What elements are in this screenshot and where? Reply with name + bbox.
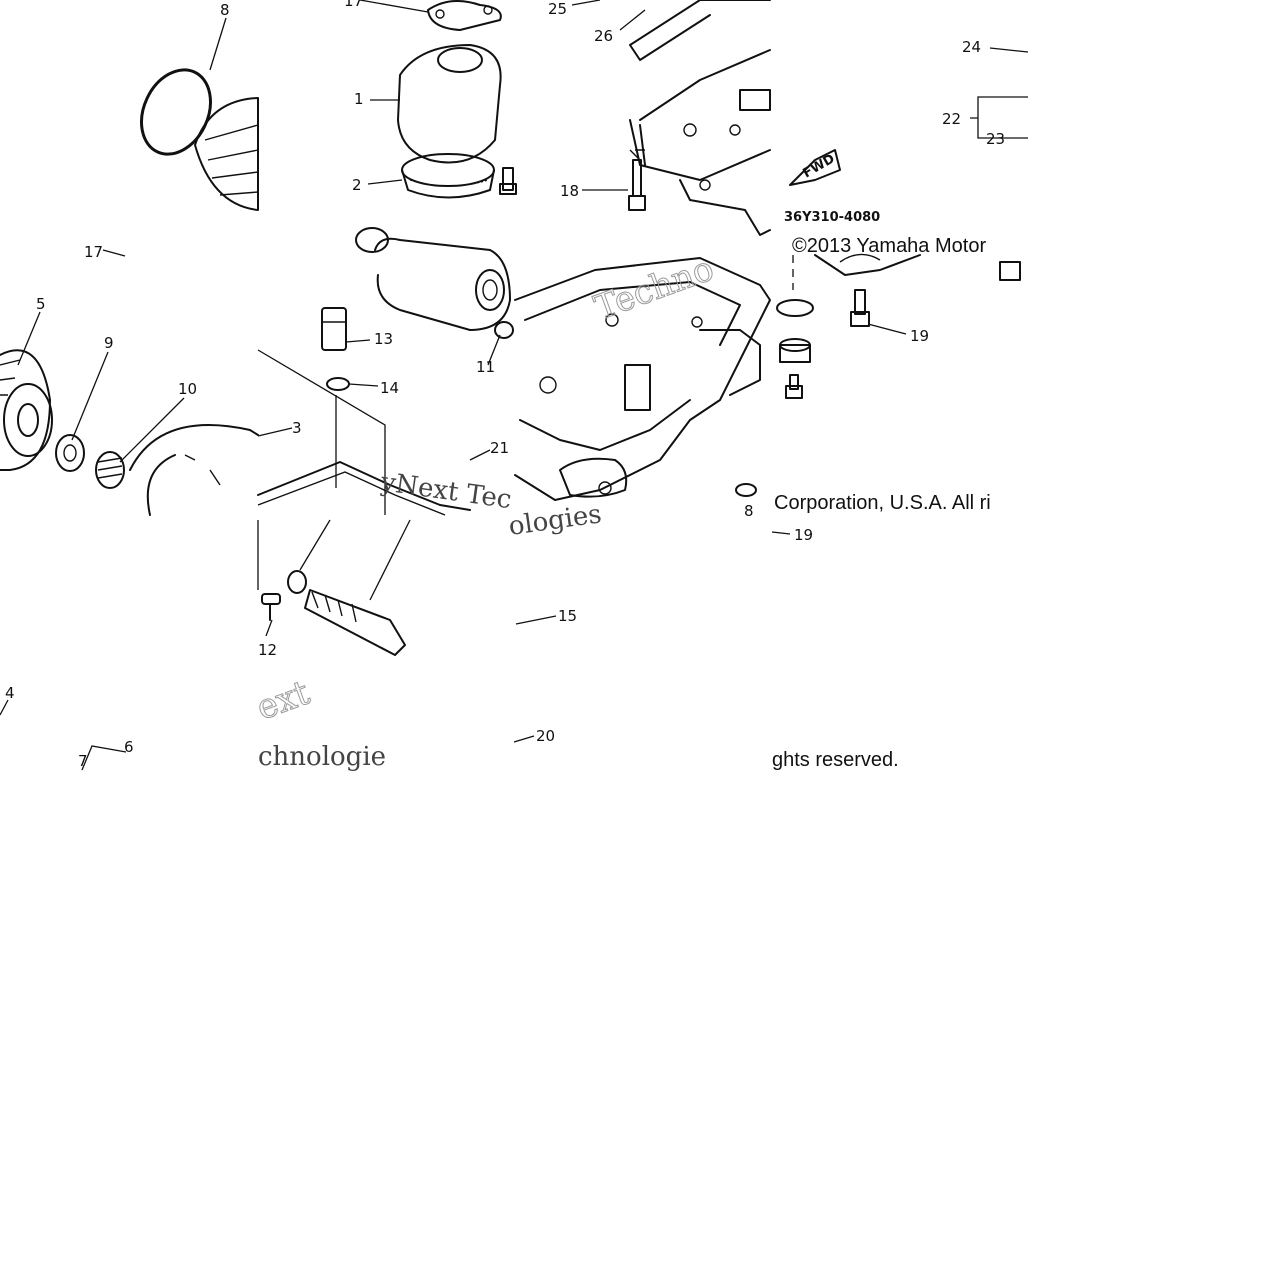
label-3: 3 bbox=[292, 419, 302, 437]
copyright-line-1: ©2013 Yamaha Motor bbox=[792, 235, 986, 257]
o-ring-14 bbox=[326, 377, 350, 391]
label-26: 26 bbox=[594, 27, 613, 45]
bolt-19-top bbox=[850, 289, 870, 327]
label-17: 17 bbox=[344, 0, 363, 10]
label-21: 21 bbox=[490, 439, 509, 457]
watermark-ologies: ologies bbox=[507, 499, 604, 542]
oil-filter-element-top bbox=[194, 97, 259, 211]
label-25: 25 bbox=[548, 0, 567, 18]
label-7: 7 bbox=[78, 752, 88, 770]
label-18: 18 bbox=[560, 182, 579, 200]
label-11: 11 bbox=[476, 358, 495, 376]
gasket-21 bbox=[257, 461, 471, 516]
relief-valve-body-15 bbox=[287, 570, 406, 656]
label-6: 6 bbox=[124, 738, 134, 756]
label-19: 19 bbox=[910, 327, 929, 345]
dashed-guides bbox=[257, 349, 411, 601]
oil-pan bbox=[514, 257, 771, 501]
label-12: 12 bbox=[258, 641, 277, 659]
label-1: 1 bbox=[354, 90, 364, 108]
label-23: 23 bbox=[986, 130, 1005, 148]
label-19b: 19 bbox=[794, 526, 813, 544]
watermark-techno: Techno bbox=[589, 249, 719, 329]
plug-11 bbox=[494, 321, 514, 339]
label-8b: 8 bbox=[744, 502, 754, 520]
leader-lines bbox=[0, 0, 1029, 771]
copyright-line-3: ghts reserved. bbox=[772, 749, 899, 771]
washer-9 bbox=[55, 434, 85, 472]
label-2: 2 bbox=[352, 176, 362, 194]
label-15: 15 bbox=[558, 607, 577, 625]
oil-filter-element bbox=[0, 349, 53, 471]
watermark-ext: ext bbox=[251, 673, 315, 729]
drain-plug bbox=[776, 299, 814, 363]
fwd-arrow-badge: FWD bbox=[789, 149, 841, 186]
bolt-small bbox=[499, 167, 517, 195]
label-9: 9 bbox=[104, 334, 114, 352]
label-13: 13 bbox=[374, 330, 393, 348]
label-24: 24 bbox=[962, 38, 981, 56]
label-22: 22 bbox=[942, 110, 961, 128]
watermark-ynext: yNext Tec bbox=[378, 467, 513, 515]
part-code: 36Y310-4080 bbox=[784, 210, 880, 225]
strainer-cover bbox=[397, 0, 502, 164]
label-14: 14 bbox=[380, 379, 399, 397]
label-20: 20 bbox=[536, 727, 555, 745]
strainer-screen bbox=[401, 153, 495, 199]
screw-12 bbox=[261, 593, 281, 621]
watermark-chnologie: chnologie bbox=[258, 742, 386, 772]
oil-pipe bbox=[355, 227, 511, 331]
bolt-right-edge bbox=[999, 261, 1021, 281]
label-8: 8 bbox=[220, 1, 230, 19]
label-17b: 17 bbox=[84, 243, 103, 261]
svg-text:FWD: FWD bbox=[801, 151, 838, 181]
filter-cover-3 bbox=[129, 424, 259, 516]
washer-8b bbox=[735, 483, 757, 497]
bolt-small-lower bbox=[785, 374, 803, 399]
callout-labels: 8 17 25 26 24 1 22 23 2 18 17 5 9 10 13 … bbox=[5, 0, 1005, 770]
oil-filter-o-ring bbox=[140, 68, 212, 156]
label-4: 4 bbox=[5, 684, 15, 702]
label-5: 5 bbox=[36, 295, 46, 313]
label-10: 10 bbox=[178, 380, 197, 398]
oil-pan-upper bbox=[629, 0, 771, 236]
relief-valve-13 bbox=[321, 307, 347, 351]
copyright-line-2: Corporation, U.S.A. All ri bbox=[774, 492, 991, 514]
spring-10 bbox=[95, 451, 125, 489]
oil-pan-gasket-edge bbox=[814, 253, 921, 276]
bolt-18 bbox=[628, 159, 646, 211]
